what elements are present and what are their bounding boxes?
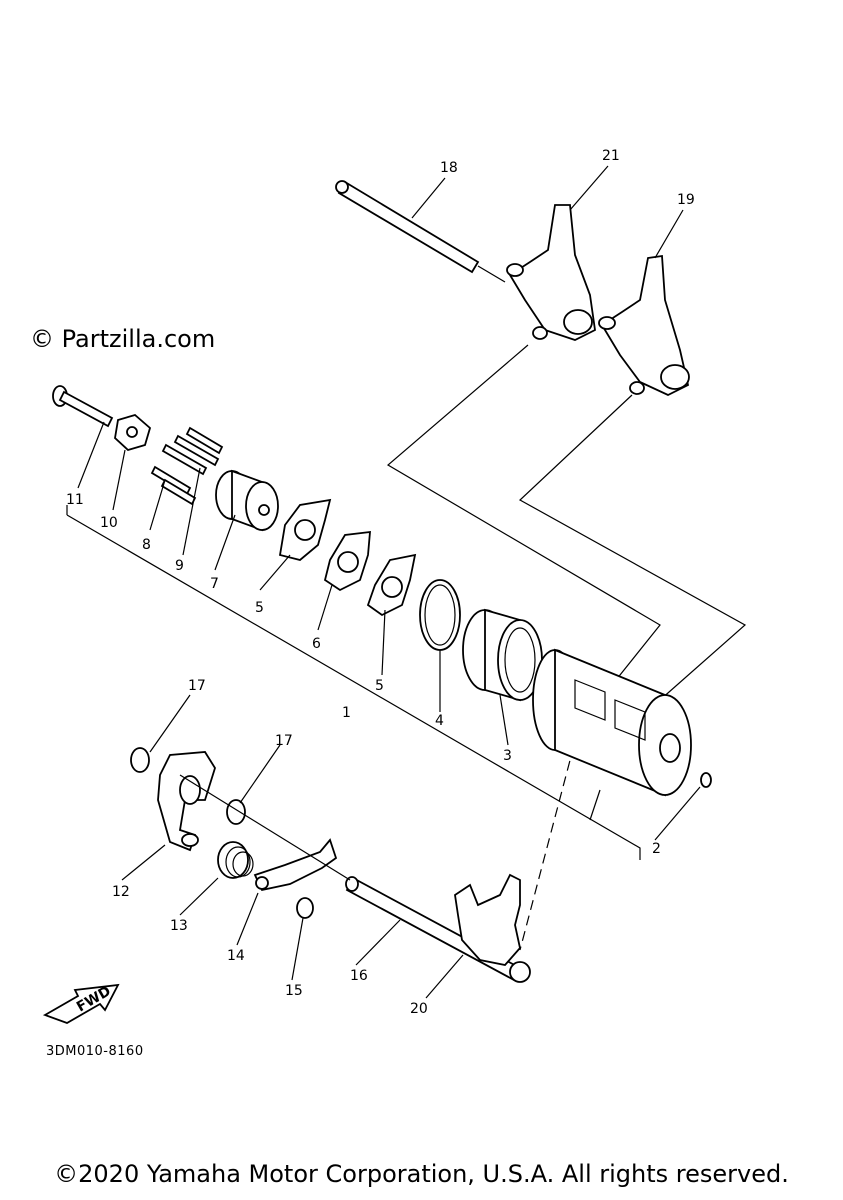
plate-5b	[366, 553, 417, 617]
callouts: 18 21 19 11 10 8 9 7 5 6 5 1 4 3 17 17 1…	[66, 148, 695, 1017]
callout-21: 21	[602, 148, 620, 164]
pins-8	[150, 465, 197, 506]
callout-5a: 5	[255, 600, 264, 616]
callout-2: 2	[652, 841, 661, 857]
callout-11: 11	[66, 492, 84, 508]
screw-2	[700, 772, 712, 788]
fwd-arrow-icon: FWD	[42, 983, 120, 1024]
shift-fork-20	[454, 873, 531, 983]
callout-7: 7	[210, 576, 219, 592]
callout-16: 16	[350, 968, 368, 984]
callout-19: 19	[677, 192, 695, 208]
callout-12: 12	[112, 884, 130, 900]
shift-arm-14	[253, 838, 338, 892]
callout-13: 13	[170, 918, 188, 934]
circlip-4	[419, 579, 461, 651]
cam-7	[215, 469, 279, 532]
assembly-bracket	[66, 505, 641, 860]
clip-15	[296, 897, 314, 919]
bolt-11	[52, 385, 114, 428]
guide-lines	[386, 344, 747, 951]
shift-fork-19	[598, 254, 690, 396]
callout-8: 8	[142, 537, 151, 553]
callout-6: 6	[312, 636, 321, 652]
circlip-17a	[130, 747, 150, 773]
callout-4: 4	[435, 713, 444, 729]
plate-6	[323, 530, 371, 592]
shift-drum-1	[532, 648, 692, 797]
watermark: © Partzilla.com	[30, 325, 216, 353]
bearing-3	[462, 608, 543, 702]
guide-bar-18	[335, 180, 506, 283]
circlip-17b	[226, 799, 246, 825]
copyright-notice: ©2020 Yamaha Motor Corporation, U.S.A. A…	[54, 1160, 789, 1188]
diagram-code: 3DM010-8160	[46, 1044, 144, 1059]
callout-17a: 17	[188, 678, 206, 694]
callout-18: 18	[440, 160, 458, 176]
callout-3: 3	[503, 748, 512, 764]
leader-lines	[77, 165, 701, 999]
callout-1: 1	[342, 705, 351, 721]
spring-13	[217, 841, 254, 879]
callout-17b: 17	[275, 733, 293, 749]
pins-9	[161, 426, 224, 476]
callout-14: 14	[227, 948, 245, 964]
callout-15: 15	[285, 983, 303, 999]
plate-5a	[278, 498, 332, 561]
segment-10	[114, 413, 152, 452]
callout-5b: 5	[375, 678, 384, 694]
shift-fork-21	[506, 204, 596, 341]
callout-20: 20	[410, 1001, 428, 1017]
shift-lever-12	[157, 751, 216, 852]
callout-9: 9	[175, 558, 184, 574]
callout-10: 10	[100, 515, 118, 531]
